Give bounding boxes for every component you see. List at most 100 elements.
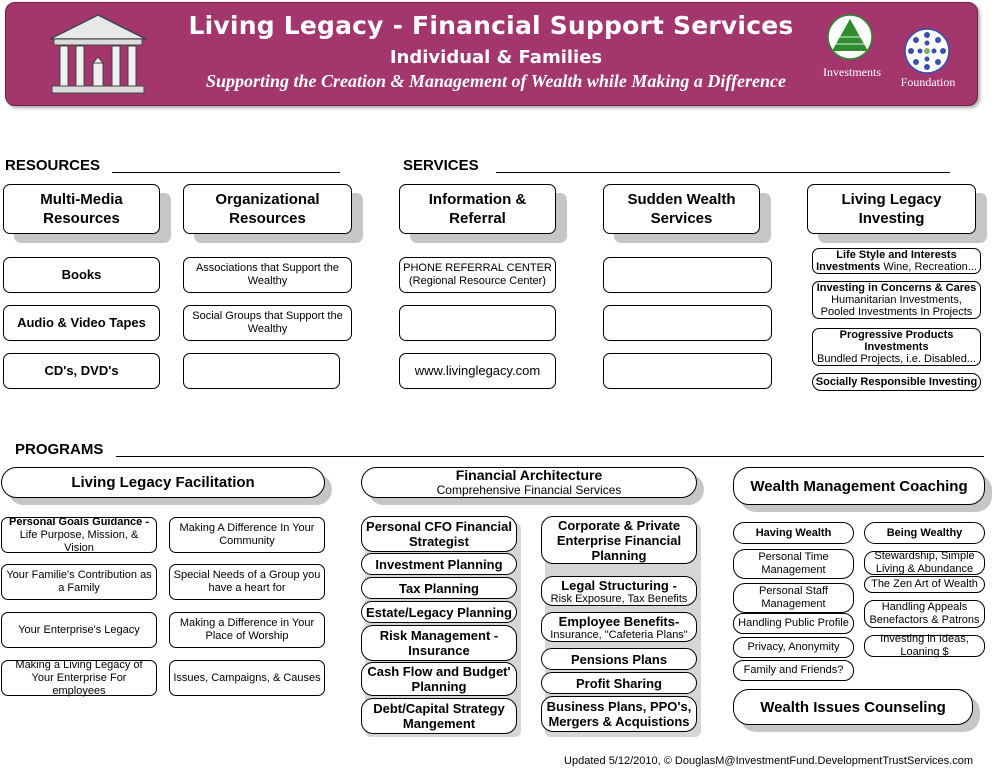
sudden-wealth-services-box[interactable]: Sudden Wealth Services [603,184,760,234]
header-banner: Living Legacy - Financial Support Servic… [5,2,978,106]
investments-pyramid-icon [827,14,873,60]
lifestyle-investments-word: Investments [816,261,881,273]
handling-public-profile[interactable]: Handling Public Profile [733,613,854,634]
multimedia-title-line2: Resources [43,210,120,227]
employee-benefits[interactable]: Employee Benefits- Insurance, "Cafeteria… [541,612,697,642]
debt-capital-strategy[interactable]: Debt/Capital Strategy Mangement [361,698,517,734]
page-subtitle: Individual & Families [389,47,603,68]
lifestyle-investments[interactable]: Life Style and Interests Investments Win… [812,248,981,274]
cash-flow-budget-planning[interactable]: Cash Flow and Budget' Planning [361,662,517,696]
resource-audio-video-tapes[interactable]: Audio & Video Tapes [3,305,160,341]
legal-structuring-title: Legal Structuring - [561,577,677,593]
resources-divider [112,172,340,173]
resource-social-groups[interactable]: Social Groups that Support the Wealthy [183,305,352,341]
organizational-title-line1: Organizational [215,191,320,208]
progressive-products-investments[interactable]: Progressive Products Investments Bundled… [812,328,981,366]
bank-building-icon [49,14,147,94]
concerns-line2: Humanitarian Investments, [831,294,962,306]
sudden-wealth-slot-2[interactable] [603,305,772,341]
tagline: Supporting the Creation & Management of … [205,71,787,91]
foundation-label: Foundation [900,75,956,89]
progressive-title-line2: Investments [864,341,929,353]
resource-empty-slot[interactable] [183,353,340,389]
enterprise-employees-legacy[interactable]: Making a Living Legacy of Your Enterpris… [1,659,157,697]
living-legacy-facilitation-header[interactable]: Living Legacy Facilitation [1,467,325,498]
information-referral-box[interactable]: Information & Referral [399,184,556,234]
estate-legacy-planning[interactable]: Estate/Legacy Planning [361,601,517,623]
page-title: Living Legacy - Financial Support Servic… [188,11,794,40]
resource-cds-dvds[interactable]: CD's, DVD's [3,353,160,389]
legal-structuring[interactable]: Legal Structuring - Risk Exposure, Tax B… [541,576,697,606]
family-and-friends[interactable]: Family and Friends? [733,660,854,681]
investing-title-line2: Investing [858,210,925,227]
concerns-title: Investing in Concerns & Cares [816,282,977,294]
special-needs-group[interactable]: Special Needs of a Group you have a hear… [169,564,325,600]
personal-time-management[interactable]: Personal Time Management [733,549,854,579]
info-title-line1: Information & [428,191,527,208]
progressive-title: Progressive Products [839,329,954,341]
resources-heading: RESOURCES [5,157,101,174]
sudden-title-line2: Services [650,210,713,227]
zen-art-of-wealth[interactable]: The Zen Art of Wealth [864,576,985,593]
personal-goals-guidance[interactable]: Personal Goals Guidance - Life Purpose, … [1,515,157,554]
legal-structuring-detail: Risk Exposure, Tax Benefits [550,592,688,605]
corporate-enterprise-planning[interactable]: Corporate & Private Enterprise Financial… [541,516,697,564]
programs-divider [116,456,984,457]
info-empty-slot[interactable] [399,305,556,341]
issues-campaigns-causes[interactable]: Issues, Campaigns, & Causes [169,660,325,696]
personal-goals-title: Personal Goals Guidance - [9,515,149,528]
financial-architecture-title: Financial Architecture [455,467,603,483]
pensions-plans[interactable]: Pensions Plans [541,648,697,670]
difference-place-of-worship[interactable]: Making a Difference in Your Place of Wor… [169,612,325,648]
sudden-wealth-slot-1[interactable] [603,257,772,293]
having-wealth-header[interactable]: Having Wealth [733,522,854,544]
socially-responsible-investing[interactable]: Socially Responsible Investing [812,373,981,391]
phone-referral-center[interactable]: PHONE REFERRAL CENTER (Regional Resource… [399,257,556,293]
personal-goals-detail: Life Purpose, Mission, & Vision [19,528,139,554]
privacy-anonymity[interactable]: Privacy, Anonymity [733,637,854,658]
handling-appeals[interactable]: Handling Appeals Benefactors & Patrons [864,600,985,628]
being-wealthy-header[interactable]: Being Wealthy [864,522,985,544]
business-plans-mergers[interactable]: Business Plans, PPO's, Mergers & Acquist… [541,696,697,732]
investments-label: Investments [823,65,881,79]
lifestyle-examples: Wine, Recreation... [880,261,977,273]
living-legacy-investing-box[interactable]: Living Legacy Investing [807,184,976,234]
progressive-detail: Bundled Projects, i.e. Disabled... [817,353,976,365]
risk-management-insurance[interactable]: Risk Management - Insurance [361,625,517,661]
programs-heading: PROGRAMS [15,441,104,458]
organizational-title-line2: Resources [229,210,306,227]
stewardship-simple-living[interactable]: Stewardship, Simple Living & Abundance [864,550,985,575]
profit-sharing[interactable]: Profit Sharing [541,672,697,694]
resource-books[interactable]: Books [3,257,160,293]
sudden-wealth-slot-3[interactable] [603,353,772,389]
difference-in-community[interactable]: Making A Difference In Your Community [169,517,325,553]
multimedia-title-line1: Multi-Media [40,191,123,208]
financial-architecture-subtitle: Comprehensive Financial Services [436,483,622,497]
organizational-resources-box[interactable]: Organizational Resources [183,184,352,234]
lifestyle-title: Life Style and Interests [836,249,957,261]
services-heading: SERVICES [403,157,479,174]
multimedia-resources-box[interactable]: Multi-Media Resources [3,184,160,234]
concerns-cares-investing[interactable]: Investing in Concerns & Cares Humanitari… [812,281,981,319]
personal-staff-management[interactable]: Personal Staff Management [733,583,854,613]
foundation-emblem-icon [904,28,950,74]
employee-benefits-title: Employee Benefits- [558,613,680,629]
wealth-management-coaching-header[interactable]: Wealth Management Coaching [733,467,985,505]
website-link[interactable]: www.livinglegacy.com [399,353,556,389]
sudden-title-line1: Sudden Wealth [627,191,736,208]
employee-benefits-detail: Insurance, "Cafeteria Plans" [550,628,688,641]
personal-cfo-strategist[interactable]: Personal CFO Financial Strategist [361,516,517,552]
phone-referral-line1: PHONE REFERRAL CENTER [403,262,552,274]
investment-planning[interactable]: Investment Planning [361,553,517,575]
wealth-issues-counseling[interactable]: Wealth Issues Counseling [733,689,973,725]
tax-planning[interactable]: Tax Planning [361,577,517,599]
concerns-line3: Pooled Investments In Projects [820,306,973,318]
investing-in-ideas[interactable]: Investing in Ideas, Loaning $ [864,633,985,658]
family-contribution[interactable]: Your Familie's Contribution as a Family [1,564,157,600]
resource-associations[interactable]: Associations that Support the Wealthy [183,257,352,293]
enterprise-legacy[interactable]: Your Enterprise's Legacy [1,612,157,648]
lifestyle-detail: Investments Wine, Recreation... [816,261,977,273]
phone-referral-line2: (Regional Resource Center) [409,275,546,287]
footer-updated: Updated 5/12/2010, © DouglasM@Investment… [564,755,973,767]
financial-architecture-header[interactable]: Financial Architecture Comprehensive Fin… [361,467,697,498]
